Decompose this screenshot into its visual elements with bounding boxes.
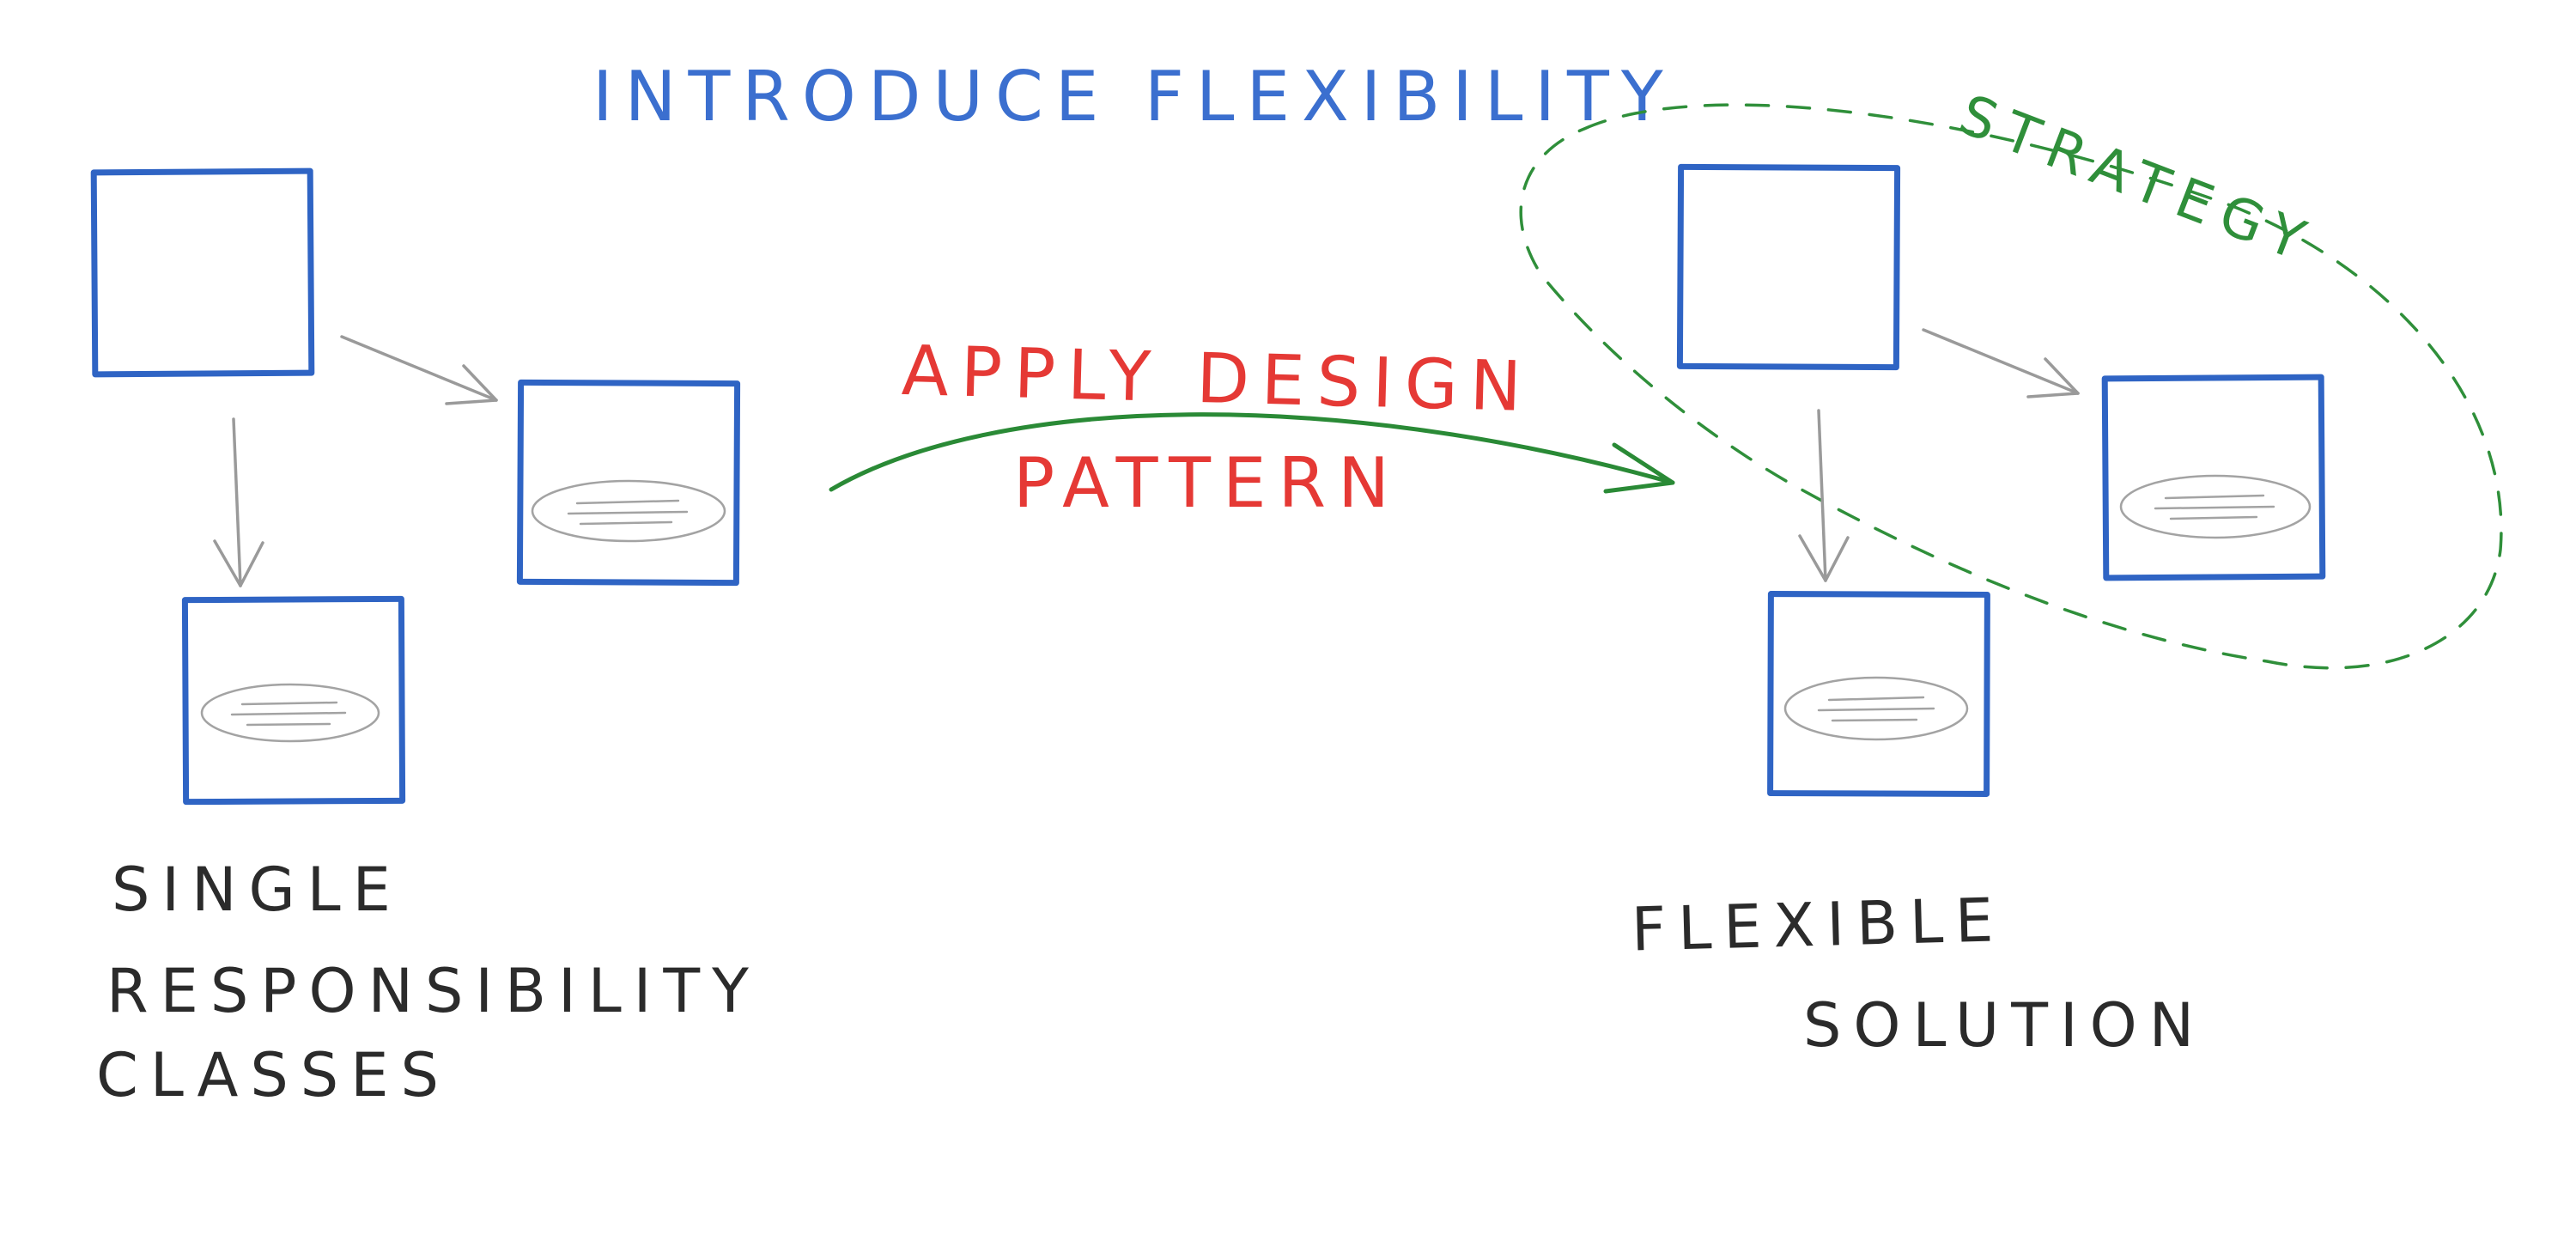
apply-pattern-arrow-icon <box>829 412 1675 494</box>
right-bottom-scribble-icon <box>1783 676 1969 741</box>
left-class-group <box>90 167 741 806</box>
left-right-scribble-icon <box>531 479 726 543</box>
left-arrow-down-icon <box>213 417 264 587</box>
strategy-label: STRATEGY <box>1951 83 2324 277</box>
right-strategy-scribble-icon <box>2119 474 2312 539</box>
introduce-flexibility-label: INTRODUCE FLEXIBILITY <box>592 57 1675 137</box>
right-arrow-down-icon <box>1798 409 1850 582</box>
left-caption-line-1: SINGLE <box>112 855 403 925</box>
left-caption-line-2: RESPONSIBILITY <box>106 956 761 1026</box>
right-arrow-right-icon <box>1922 328 2080 398</box>
strategy-group-outline <box>1519 103 2503 670</box>
right-caption-line-1: FLEXIBLE <box>1631 885 2006 964</box>
apply-design-label: APPLY DESIGN <box>901 331 1534 427</box>
right-strategy-box <box>2101 374 2326 581</box>
left-bottom-scribble-icon <box>200 683 380 743</box>
left-right-box <box>516 379 741 587</box>
right-caption-line-2: SOLUTION <box>1803 990 2206 1061</box>
left-caption-line-3: CLASSES <box>96 1040 451 1110</box>
right-context-box <box>1676 163 1901 371</box>
right-class-group <box>1676 163 2326 797</box>
left-arrow-right-icon <box>340 335 498 405</box>
pattern-label: PATTERN <box>1013 443 1401 523</box>
left-context-box <box>90 167 315 378</box>
right-bottom-box <box>1767 591 1990 797</box>
left-bottom-box <box>181 595 406 806</box>
